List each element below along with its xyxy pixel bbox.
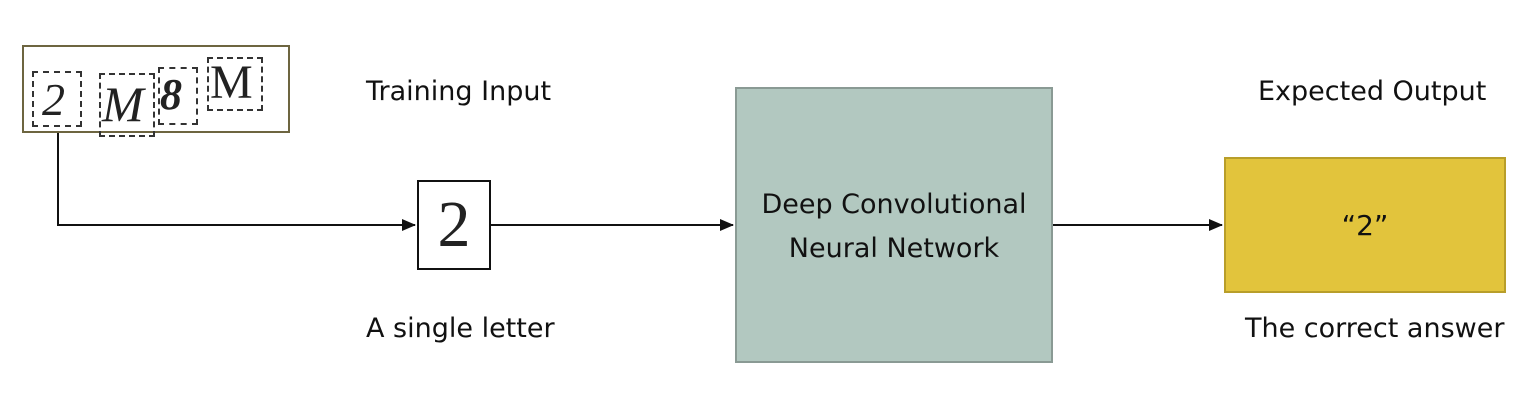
output-value: “2” [1341, 208, 1389, 242]
network-title-line-2: Neural Network [788, 233, 1000, 264]
char-box-2 [99, 73, 155, 137]
training-input-label: Training Input [366, 76, 552, 107]
expected-output-box: “2” [1224, 157, 1506, 293]
correct-answer-label: The correct answer [1245, 313, 1505, 344]
captcha-char-2: M [102, 76, 144, 132]
captcha-image: 2 M 8 M [22, 45, 290, 137]
single-letter-box: 2 [417, 180, 491, 270]
char-box-4 [207, 57, 263, 111]
captcha-char-4: M [210, 56, 253, 109]
captcha-char-1: 2 [42, 74, 65, 125]
single-letter-label: A single letter [366, 313, 555, 344]
char-box-3 [158, 67, 198, 125]
expected-output-label: Expected Output [1258, 76, 1487, 107]
single-letter-char: 2 [437, 188, 471, 261]
captcha-char-3: 8 [160, 70, 182, 119]
captcha-to-letter-arrow [57, 133, 416, 231]
network-title-line-1: Deep Convolutional [761, 189, 1027, 220]
char-box-1 [32, 71, 82, 127]
neural-network-box: Deep Convolutional Neural Network [735, 87, 1053, 363]
